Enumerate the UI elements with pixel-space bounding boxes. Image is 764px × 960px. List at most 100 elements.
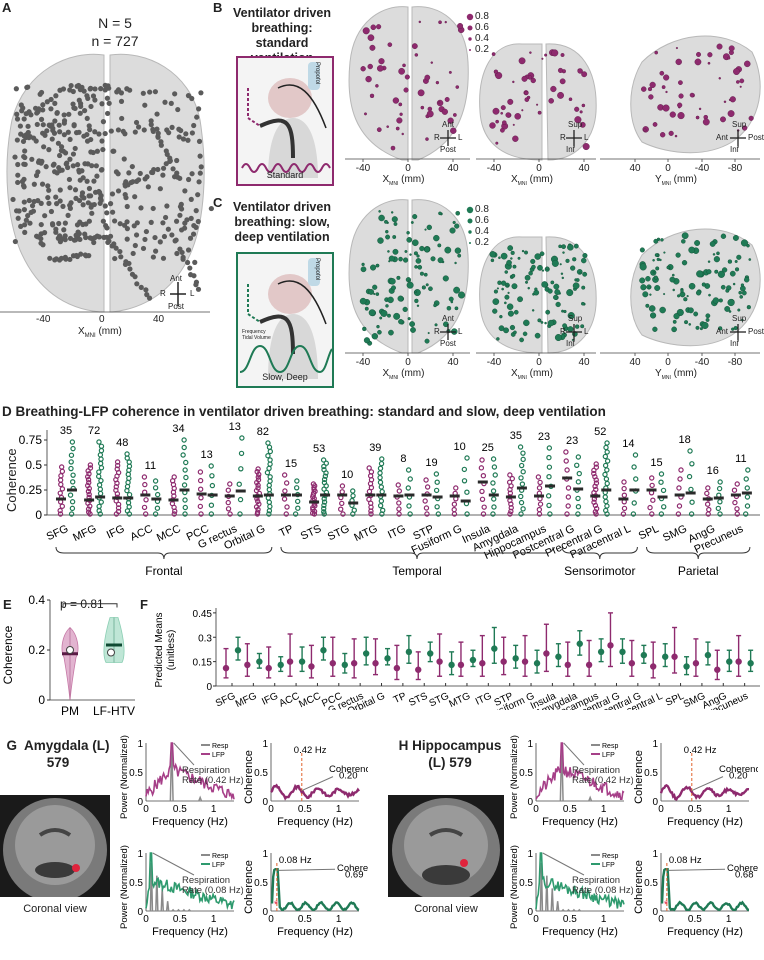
svg-text:MTG: MTG [447,691,472,710]
svg-text:0.42 Hz: 0.42 Hz [684,745,717,756]
svg-text:52: 52 [594,426,606,438]
x-tick: 0 [665,163,671,174]
svg-text:Resp: Resp [602,853,618,860]
svg-text:0: 0 [35,508,42,522]
svg-text:Respiration: Respiration [572,875,620,886]
svg-text:0.5: 0.5 [563,804,577,815]
orientation-label: Ant [442,314,455,323]
orientation-label: Ant [716,133,729,142]
propofol-label: Propofol [314,62,320,85]
orientation-cross-icon [730,130,746,146]
panel-a-label: A [2,0,12,15]
svg-text:PM: PM [61,704,79,718]
svg-text:Frequency (Hz): Frequency (Hz) [152,816,228,828]
svg-text:STG: STG [326,523,352,543]
electrode-dots [10,82,214,301]
coherence-size-legend [466,206,474,244]
svg-text:23: 23 [538,431,550,443]
svg-text:0: 0 [527,797,533,808]
svg-text:19: 19 [425,457,437,469]
svg-text:34: 34 [172,423,184,435]
svg-text:0: 0 [206,682,212,693]
svg-text:1: 1 [137,739,143,750]
svg-text:MFG: MFG [234,691,259,710]
svg-text:0.42 Hz: 0.42 Hz [294,745,327,756]
svg-text:(unitless): (unitless) [166,630,177,671]
svg-text:0.5: 0.5 [173,914,187,925]
svg-text:Coherence: Coherence [337,863,368,874]
orientation-label: L [584,133,589,142]
svg-text:TP: TP [277,523,295,540]
p-value-annotation: p = 0.81 [60,597,104,611]
svg-text:0.5: 0.5 [129,768,143,779]
svg-text:Predicted Means: Predicted Means [154,612,165,687]
svg-text:1: 1 [211,804,217,815]
svg-text:10: 10 [341,469,353,481]
svg-text:1: 1 [336,804,342,815]
svg-text:0.75: 0.75 [19,433,43,447]
svg-text:Temporal: Temporal [392,564,441,578]
svg-text:1: 1 [601,914,607,925]
svg-text:0.69: 0.69 [345,869,364,880]
svg-text:SMG: SMG [661,523,689,544]
orientation-label: Inf [566,145,575,154]
svg-text:Coherence: Coherence [1,625,15,684]
orientation-label: L [458,327,463,336]
svg-text:1: 1 [652,849,658,860]
svg-text:25: 25 [482,442,494,454]
svg-text:*: * [274,899,279,911]
svg-text:11: 11 [735,453,746,465]
svg-text:Coherence: Coherence [329,764,368,775]
svg-text:Parietal: Parietal [678,564,719,578]
x-tick: -80 [727,163,743,174]
svg-text:0.5: 0.5 [173,804,187,815]
x-axis [476,352,596,356]
panel-d-title: D Breathing-LFP coherence in ventilator … [2,404,606,419]
svg-text:STS: STS [407,691,430,709]
orientation-label: Ant [442,120,455,129]
svg-text:Resp: Resp [212,743,228,750]
orientation-cross-icon [440,324,456,340]
svg-text:0.08 Hz: 0.08 Hz [279,855,312,866]
svg-text:1: 1 [262,849,268,860]
electrode-location-marker [460,859,468,867]
svg-text:18: 18 [679,434,691,446]
svg-text:1: 1 [527,849,533,860]
panel-h-title: H Hippocampus (L) 579 [398,738,502,770]
x-axis-label: XMNI (mm) [382,368,425,381]
svg-text:ITG: ITG [386,523,408,542]
svg-text:Frequency (Hz): Frequency (Hz) [542,816,618,828]
svg-text:MFG: MFG [71,523,98,544]
x-axis [600,158,760,162]
orientation-label: Sup [568,120,583,129]
svg-text:LFP: LFP [602,752,615,759]
orientation-cross [170,282,186,306]
x-tick: 0 [405,163,411,174]
svg-text:Resp: Resp [212,853,228,860]
x-tick: -40 [486,163,502,174]
svg-text:Frequency (Hz): Frequency (Hz) [667,926,743,938]
svg-text:0: 0 [533,804,539,815]
svg-text:0.5: 0.5 [129,878,143,889]
svg-text:0.5: 0.5 [25,458,42,472]
svg-text:0.08 Hz: 0.08 Hz [669,855,702,866]
svg-text:0.5: 0.5 [254,878,268,889]
x-axis [600,352,760,356]
x-tick: 0 [99,314,105,325]
svg-text:10: 10 [454,441,466,453]
svg-text:0.4: 0.4 [28,595,45,607]
svg-text:0: 0 [652,797,658,808]
svg-text:Power (Normalized): Power (Normalized) [119,735,130,819]
orient-r: R [160,289,166,298]
svg-text:0.25: 0.25 [19,483,43,497]
svg-text:Frequency (Hz): Frequency (Hz) [542,926,618,938]
svg-text:14: 14 [622,438,634,450]
svg-text:35: 35 [60,425,72,437]
